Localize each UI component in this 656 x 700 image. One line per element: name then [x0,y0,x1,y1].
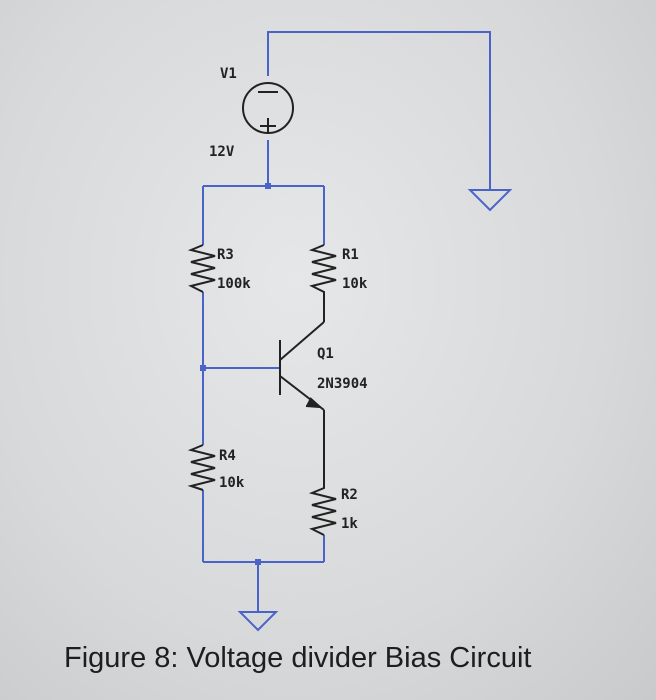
resistor-r3-icon [187,244,216,293]
r2-value-label: 1k [341,516,358,532]
r3-name-label: R3 [217,247,234,263]
r4-name-label: R4 [219,448,236,464]
r3-value-label: 100k [217,276,251,292]
q1-value-label: 2N3904 [317,376,368,392]
junction-node-base [200,365,206,371]
v1-value-label: 12V [209,144,235,160]
ground-icon [237,611,279,632]
v1-name-label: V1 [220,66,237,82]
junction-node-ground [255,559,261,565]
ground-icon [467,189,513,212]
resistor-r1-icon [308,244,337,322]
resistor-r4-icon [187,444,216,491]
r2-name-label: R2 [341,487,358,503]
junction-node-top [265,183,271,189]
q1-name-label: Q1 [317,346,334,362]
r4-value-label: 10k [219,475,245,491]
transistor-q1-icon [279,321,325,411]
r1-value-label: 10k [342,276,368,292]
wire-v1-top-to-ground [267,31,491,190]
r1-name-label: R1 [342,247,359,263]
voltage-source-icon [242,82,294,134]
figure-caption: Figure 8: Voltage divider Bias Circuit [64,642,532,674]
resistor-r2-icon [308,410,337,536]
